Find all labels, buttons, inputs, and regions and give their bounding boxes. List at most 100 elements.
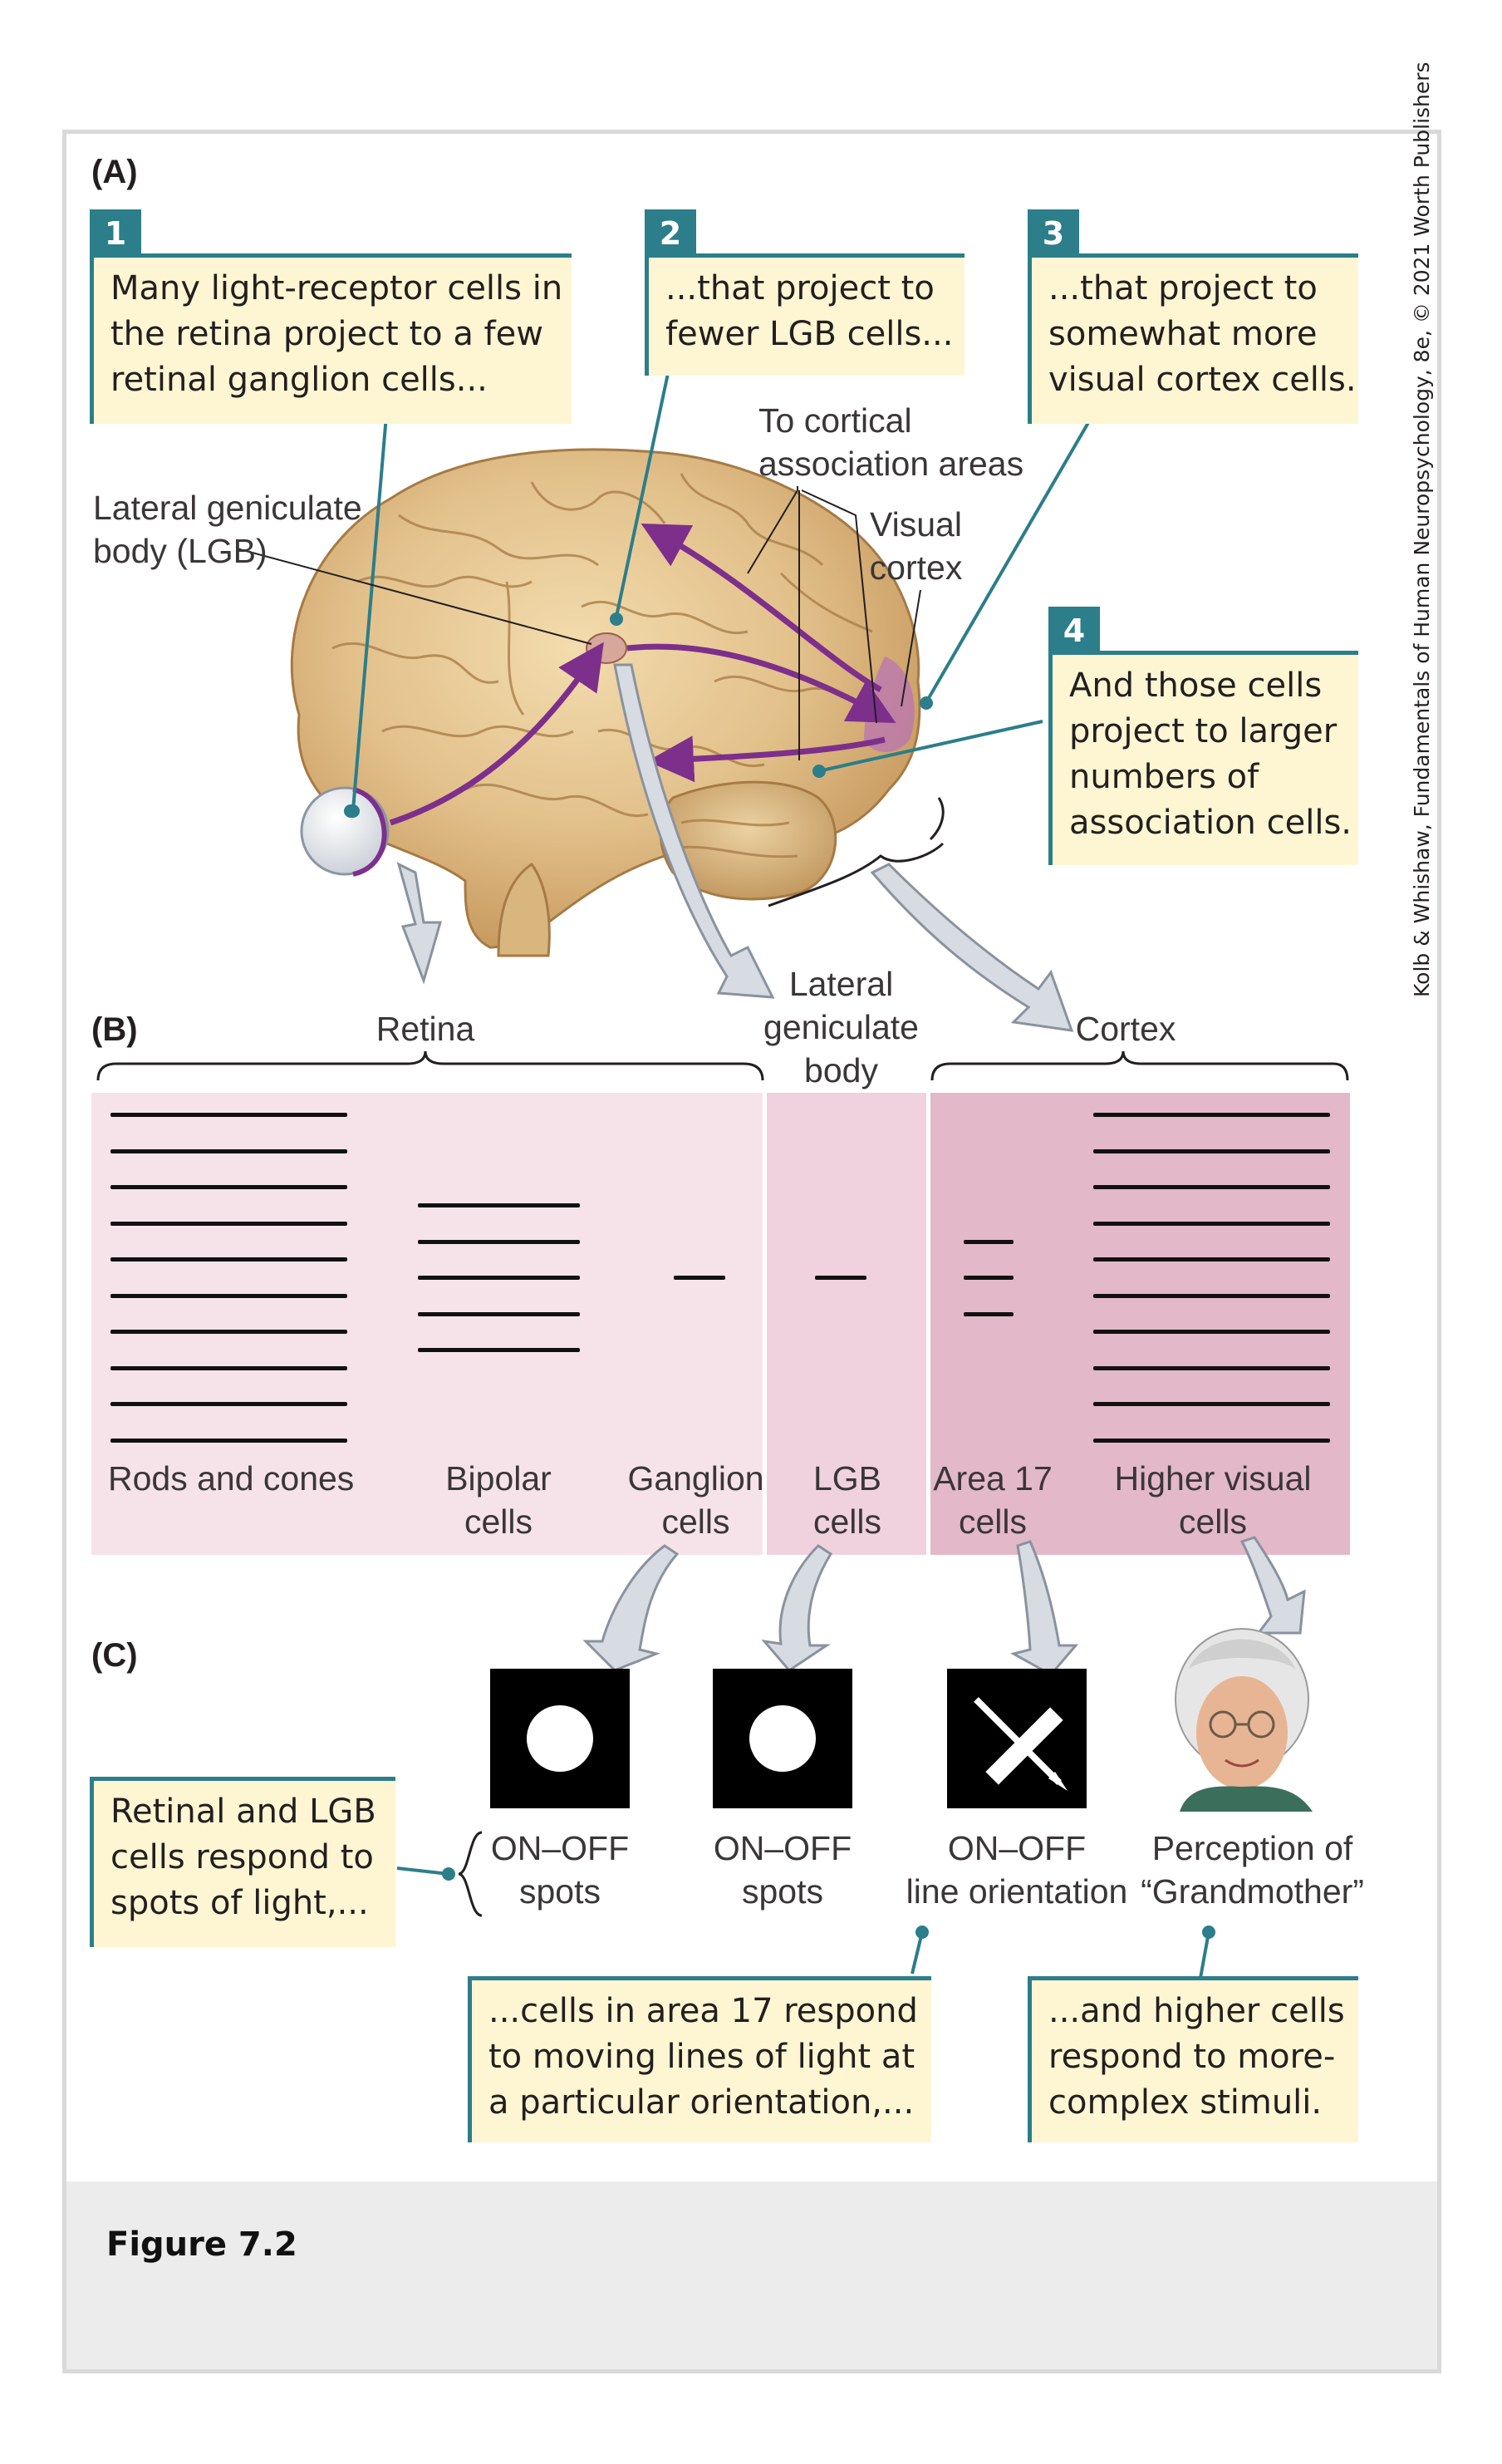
callout-spots-line: spots of light,... xyxy=(110,1884,369,1922)
section-arrows xyxy=(396,663,1074,1032)
cell-label-line: Rods and cones xyxy=(108,1459,355,1498)
callout-3-line: somewhat more xyxy=(1048,315,1318,353)
cell-line xyxy=(110,1293,347,1298)
cell-label-area17: Area 17 cells xyxy=(922,1457,1063,1543)
visual-cortex-label-line: Visual xyxy=(870,505,962,543)
cortex-label: Cortex xyxy=(1075,1010,1176,1048)
response-arrows xyxy=(582,1536,1306,1676)
lgb-label-line: body (LGB) xyxy=(93,532,268,570)
stimulus-label-1: ON–OFF spots xyxy=(477,1827,643,1913)
cell-line xyxy=(1092,1330,1330,1335)
stimulus-label-line: spots xyxy=(742,1872,823,1911)
cortex-band xyxy=(930,1093,1350,1555)
callout-3-number: 3 xyxy=(1028,209,1079,256)
cell-label-lgb: LGB cells xyxy=(785,1457,910,1543)
cell-label-line: cells xyxy=(1178,1502,1248,1541)
visual-cortex-label-line: cortex xyxy=(869,548,963,587)
callout-1-number: 1 xyxy=(90,209,141,256)
callout-4-line: project to larger xyxy=(1069,712,1338,750)
cell-line xyxy=(1092,1293,1330,1298)
cell-label-line: LGB xyxy=(812,1459,882,1498)
cell-line xyxy=(417,1311,580,1316)
cell-line xyxy=(815,1276,866,1280)
cell-line xyxy=(110,1365,347,1370)
callout-1-line: retinal ganglion cells... xyxy=(110,361,488,399)
callout-higher: ...and higher cells respond to more- com… xyxy=(1028,1976,1358,2142)
callout-spots-line: cells respond to xyxy=(110,1838,374,1876)
callout-4-line: And those cells xyxy=(1069,666,1323,705)
cell-line xyxy=(110,1402,347,1407)
cell-label-line: Ganglion xyxy=(627,1459,764,1498)
stimulus-spot-2 xyxy=(713,1669,852,1808)
stimulus-label-3: ON–OFF line orientation xyxy=(906,1827,1128,1913)
label-leaders xyxy=(236,486,921,760)
callout-area17-line: a particular orientation,... xyxy=(488,2083,915,2122)
cell-line xyxy=(110,1113,347,1118)
visual-cortex-label: Visual cortex xyxy=(860,503,972,589)
section-brackets xyxy=(96,1050,1349,1081)
cell-label-higher: Higher visual cells xyxy=(1109,1457,1317,1543)
callout-area17-line: to moving lines of light at xyxy=(488,2038,915,2076)
cortical-label-line: To cortical xyxy=(758,401,912,440)
callout-4-number: 4 xyxy=(1048,607,1100,653)
stimulus-label-4: Perception of “Grandmother” xyxy=(1138,1827,1367,1913)
cortex-brackets xyxy=(768,797,945,907)
callout-2-number: 2 xyxy=(645,209,696,256)
stimulus-label-line: spots xyxy=(519,1872,601,1911)
callout-area17-line: ...cells in area 17 respond xyxy=(488,1992,918,2030)
lgb-label-line: Lateral geniculate xyxy=(93,489,362,527)
cell-line xyxy=(417,1276,580,1280)
callout-higher-line: ...and higher cells xyxy=(1048,1992,1345,2030)
stimulus-label-line: “Grandmother” xyxy=(1141,1872,1364,1911)
lgb-label: Lateral geniculate body (LGB) xyxy=(93,486,362,573)
figure-caption: Figure 7.2 xyxy=(106,2225,297,2264)
lgb-section-label-line: geniculate xyxy=(763,1008,919,1046)
cell-label-line: cells xyxy=(958,1502,1028,1541)
cell-line xyxy=(964,1239,1014,1244)
retina-band xyxy=(91,1093,763,1555)
cell-line xyxy=(110,1438,347,1443)
callout-2-line: ...that project to xyxy=(665,269,935,307)
cell-line xyxy=(1092,1221,1330,1226)
callout-area17: ...cells in area 17 respond to moving li… xyxy=(468,1976,931,2142)
stimulus-label-line: ON–OFF xyxy=(490,1829,630,1867)
cell-label-bipolar: Bipolar cells xyxy=(415,1457,582,1543)
spots-brace xyxy=(458,1831,483,1917)
cell-line xyxy=(1092,1365,1330,1370)
callout-3-line: visual cortex cells. xyxy=(1048,361,1357,399)
retina-label: Retina xyxy=(376,1010,475,1048)
cell-line xyxy=(110,1148,347,1153)
callout-4: And those cells project to larger number… xyxy=(1048,651,1358,865)
callout-3: ...that project to somewhat more visual … xyxy=(1028,253,1358,424)
lgb-section-label-line: Lateral xyxy=(788,965,894,1003)
callout-4-line: numbers of xyxy=(1069,758,1259,796)
cell-label-line: Bipolar xyxy=(445,1459,552,1498)
callout-1-line: the retina project to a few xyxy=(110,315,543,353)
callout-1: Many light-receptor cells in the retina … xyxy=(90,253,572,424)
callout-1-line: Many light-receptor cells in xyxy=(110,269,563,307)
callout-leaders xyxy=(351,365,1094,811)
callout-spots-line: Retinal and LGB xyxy=(110,1793,376,1831)
cell-label-line: Higher visual xyxy=(1114,1459,1312,1498)
callout-2: ...that project to fewer LGB cells... xyxy=(645,253,965,376)
cell-label-line: cells xyxy=(464,1502,533,1541)
visual-pathway-arrows xyxy=(389,523,896,826)
lgb-section-label: Lateral geniculate body xyxy=(748,962,935,1092)
callout-2-line: fewer LGB cells... xyxy=(665,315,954,353)
callout-higher-line: respond to more- xyxy=(1048,2038,1336,2076)
cell-line xyxy=(1092,1148,1330,1153)
cell-line xyxy=(1092,1257,1330,1262)
cell-line xyxy=(964,1276,1014,1280)
stimulus-spot-1 xyxy=(490,1669,630,1808)
callout-3-line: ...that project to xyxy=(1048,269,1318,307)
cell-label-line: Area 17 xyxy=(933,1459,1053,1498)
stimulus-label-line: line orientation xyxy=(906,1872,1128,1911)
cell-line xyxy=(417,1348,580,1352)
cell-label-rods-cones: Rods and cones xyxy=(108,1457,355,1500)
grandmother-portrait xyxy=(1175,1628,1313,1812)
cortical-areas-label: To cortical association areas xyxy=(758,399,1023,485)
stimulus-line xyxy=(947,1669,1087,1808)
cell-line xyxy=(1092,1402,1330,1407)
cell-line xyxy=(110,1257,347,1262)
